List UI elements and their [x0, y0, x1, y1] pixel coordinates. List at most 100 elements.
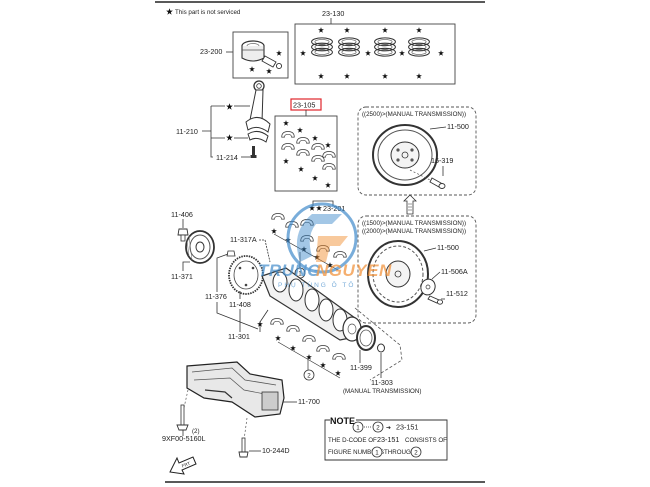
- star-icon: [365, 50, 371, 56]
- star-icon: [226, 103, 233, 110]
- note-range-to: 2: [376, 424, 380, 431]
- alternative-arrow-icon: [403, 194, 417, 215]
- watermark-tagline: PHỤ TÙNG Ô TÔ: [278, 280, 355, 289]
- note-to: 2: [414, 449, 418, 456]
- note-from: 1: [375, 449, 379, 456]
- star-icon: [300, 50, 306, 56]
- crankshaft-icon: [261, 267, 362, 342]
- leader-line: [277, 341, 341, 379]
- dashed-outline: [354, 307, 403, 381]
- star-icon: [297, 127, 303, 133]
- watermark-brand-part1: TRUNG: [258, 261, 321, 280]
- star-icon: [266, 68, 272, 74]
- part-qty: (2): [192, 428, 200, 435]
- star-icon: [271, 228, 277, 234]
- star-icon: [312, 175, 318, 181]
- part-label-11-700[interactable]: 11-700: [298, 397, 320, 406]
- connecting-rod-icon: [245, 80, 271, 158]
- part-label-11-399[interactable]: 11-399: [350, 363, 372, 372]
- part-label-9XF00-5160L[interactable]: 9XF00-5160L: [162, 434, 206, 443]
- star-icon: [416, 73, 422, 79]
- part-label-23-105[interactable]: 23-105: [293, 101, 315, 110]
- reluctor-ring-icon: [228, 255, 264, 295]
- condition-label: ((2000)>(MANUAL TRANSMISSION)): [362, 228, 466, 235]
- leader-line: [243, 417, 248, 441]
- arrow-icon: ➔: [386, 425, 391, 432]
- callout-2-text: 2: [307, 373, 311, 380]
- watermark-logo-orange: [316, 236, 348, 262]
- pulley-bolt-icon: [177, 228, 189, 242]
- star-icon: [438, 50, 444, 56]
- part-label-11-408[interactable]: 11-408: [229, 300, 251, 309]
- flywheel-bolt-icon: [429, 177, 446, 189]
- front-arrow-icon: FRT: [169, 456, 197, 475]
- part-label-16-319[interactable]: 16-319: [431, 156, 453, 165]
- star-icon: [283, 158, 289, 164]
- note-range-from: 1: [356, 424, 360, 431]
- group-box-23-130: [294, 23, 456, 85]
- note-box: NOTE 1 2 ➔ 23-151 THE D-CODE OF 23-151 C…: [324, 416, 448, 461]
- part-label-23-201[interactable]: 23-201: [323, 204, 345, 213]
- star-icon: [344, 27, 350, 33]
- group-box-flywheel-1500-2000: [357, 215, 477, 324]
- crankshaft-pulley-icon: [185, 230, 215, 264]
- note-code: 23-151: [377, 435, 399, 444]
- callout-2: [303, 369, 315, 381]
- watermark: TRUNG NGUYEN PHỤ TÙNG Ô TÔ: [258, 202, 392, 289]
- piston-ring-set: [408, 37, 430, 57]
- note-text: THROUGH: [384, 449, 415, 456]
- part-label-23-130[interactable]: 23-130: [322, 9, 344, 18]
- connecting-rod-bearing-set: [281, 131, 336, 170]
- callout-1: [352, 421, 364, 433]
- watermark-brand-part2: NGUYEN: [316, 261, 392, 280]
- part-label-11-317A[interactable]: 11-317A: [230, 235, 257, 244]
- part-label-11-214[interactable]: 11-214: [216, 153, 238, 162]
- piston-ring-set: [311, 37, 333, 57]
- bolt-icon: [238, 437, 249, 458]
- note-title: NOTE: [330, 416, 355, 426]
- piston-ring-set: [338, 37, 360, 57]
- star-icon: [226, 134, 233, 141]
- leader-line: [423, 247, 437, 252]
- part-label-11-506A[interactable]: 11-506A: [441, 267, 468, 276]
- part-label-10-244D[interactable]: 10-244D: [262, 446, 290, 455]
- flywheel-bolt-icon: [427, 295, 444, 305]
- part-label-11-303[interactable]: 11-303: [371, 378, 393, 387]
- watermark-logo-blue: [296, 214, 342, 262]
- part-label-11-371[interactable]: 11-371: [171, 272, 193, 281]
- star-icon: [249, 66, 255, 72]
- part-label-11-512[interactable]: 11-512: [446, 289, 468, 298]
- star-icon: [275, 335, 281, 341]
- oil-pan-icon: [186, 361, 285, 418]
- leader-line: [182, 261, 190, 271]
- piston-icon: [241, 40, 265, 62]
- callout-2: [372, 421, 384, 433]
- group-box-flywheel-2500: [357, 106, 477, 196]
- part-label-11-406[interactable]: 11-406: [171, 210, 193, 219]
- part-label-11-376[interactable]: 11-376: [205, 292, 227, 301]
- callout-1-text: 1: [298, 271, 302, 278]
- part-note-11-303: (MANUAL TRANSMISSION): [343, 388, 421, 395]
- condition-label: ((2500)>(MANUAL TRANSMISSION)): [362, 111, 466, 118]
- bolt-icon: [226, 250, 236, 257]
- part-label-11-500[interactable]: 11-500: [437, 243, 459, 252]
- flywheel-icon: [372, 124, 438, 186]
- star-icon: [325, 142, 331, 148]
- part-label-11-301[interactable]: 11-301: [228, 332, 250, 341]
- pilot-bearing-icon: [377, 343, 385, 353]
- star-icon: [276, 50, 282, 56]
- leader-line: [216, 253, 229, 292]
- part-label-11-210[interactable]: 11-210: [176, 127, 198, 136]
- piston-pin-icon: [261, 55, 283, 70]
- front-arrow-text: FRT: [181, 461, 191, 469]
- spacer-plate-icon: [420, 278, 436, 296]
- oil-seal-icon: [356, 325, 376, 351]
- star-icon: [335, 370, 341, 376]
- group-box-23-105: [274, 115, 338, 192]
- star-icon: [416, 27, 422, 33]
- part-label-11-500[interactable]: 11-500: [447, 122, 469, 131]
- part-label-23-200[interactable]: 23-200: [200, 47, 222, 56]
- star-icon: [344, 73, 350, 79]
- note-target-code: 23-151: [396, 423, 418, 432]
